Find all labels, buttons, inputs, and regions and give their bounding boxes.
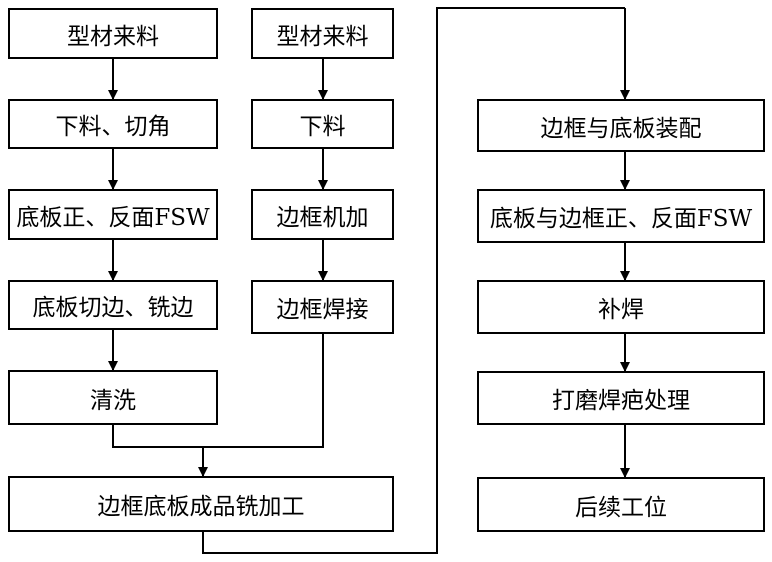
- merge-step-box: 边框底板成品铣加工: [8, 476, 394, 532]
- connector-left-to-merge: [112, 334, 324, 448]
- middle-step-3-box: 边框机加: [251, 189, 394, 240]
- right-step-4-box: 打磨焊疤处理: [477, 371, 765, 425]
- right-step-2-label: 底板与边框正、反面FSW: [489, 206, 753, 232]
- connector-merge-to-right: [202, 7, 625, 554]
- right-step-2-box: 底板与边框正、反面FSW: [477, 189, 765, 243]
- left-step-1-box: 型材来料: [8, 8, 218, 59]
- left-step-3-box: 底板正、反面FSW: [8, 189, 218, 240]
- right-step-5-box: 后续工位: [477, 477, 765, 532]
- middle-step-4-label: 边框焊接: [276, 297, 369, 323]
- middle-step-4-box: 边框焊接: [251, 280, 394, 334]
- merge-step-label: 边框底板成品铣加工: [97, 494, 305, 520]
- middle-step-1-box: 型材来料: [251, 8, 394, 59]
- right-step-1-label: 边框与底板装配: [540, 115, 702, 142]
- middle-step-1-label: 型材来料: [276, 23, 369, 50]
- left-step-3-label: 底板正、反面FSW: [16, 204, 210, 231]
- middle-step-3-label: 边框机加: [276, 204, 369, 231]
- left-step-1-label: 型材来料: [67, 23, 159, 50]
- right-step-5-label: 后续工位: [575, 494, 667, 521]
- middle-step-2-label: 下料: [299, 114, 346, 140]
- right-step-3-box: 补焊: [477, 280, 765, 334]
- right-step-1-box: 边框与底板装配: [477, 99, 765, 152]
- left-step-2-box: 下料、切角: [8, 99, 218, 149]
- right-step-4-label: 打磨焊疤处理: [552, 388, 690, 414]
- right-step-3-label: 补焊: [598, 297, 644, 323]
- left-step-5-box: 清洗: [8, 370, 218, 425]
- left-step-5-label: 清洗: [90, 387, 136, 414]
- middle-step-2-box: 下料: [251, 99, 394, 149]
- left-step-4-box: 底板切边、铣边: [8, 280, 218, 330]
- left-step-2-label: 下料、切角: [55, 114, 171, 140]
- left-step-4-label: 底板切边、铣边: [32, 295, 194, 321]
